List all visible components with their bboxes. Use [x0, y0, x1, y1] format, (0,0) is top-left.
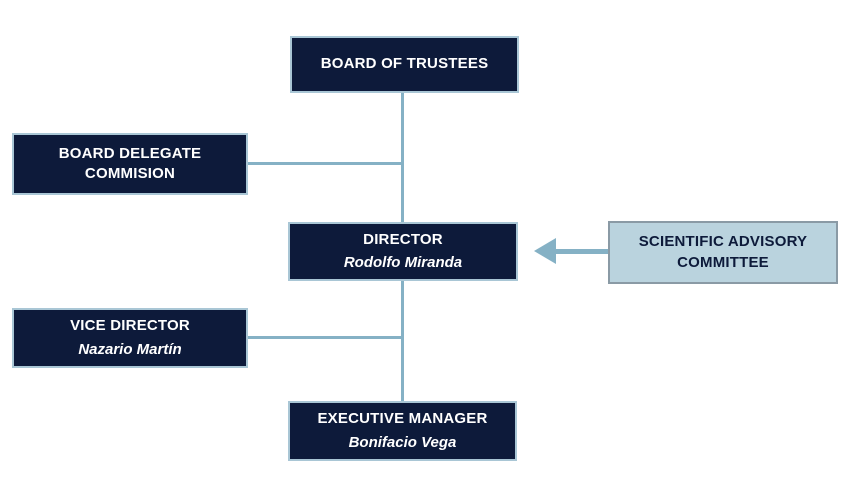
connector-vice-to-trunk — [246, 336, 402, 339]
node-person-name: Nazario Martín — [78, 340, 182, 358]
node-board-delegate-commision: BOARD DELEGATE COMMISION — [12, 133, 248, 195]
connector-trustees-to-director — [401, 93, 404, 224]
connector-delegate-to-trunk — [246, 162, 402, 165]
connector-director-to-executive — [401, 279, 404, 403]
node-executive-manager: EXECUTIVE MANAGER Bonifacio Vega — [288, 401, 517, 461]
advisory-arrow-shaft — [554, 249, 608, 254]
node-board-of-trustees: BOARD OF TRUSTEES — [290, 36, 519, 93]
node-title: DIRECTOR — [363, 230, 443, 248]
node-title: BOARD DELEGATE COMMISION — [58, 144, 202, 182]
node-title: SCIENTIFIC ADVISORY COMMITTEE — [638, 233, 808, 271]
node-person-name: Bonifacio Vega — [348, 433, 457, 451]
node-title: EXECUTIVE MANAGER — [317, 410, 488, 428]
node-title: BOARD OF TRUSTEES — [320, 55, 489, 73]
node-person-name: Rodolfo Miranda — [343, 254, 463, 272]
node-director: DIRECTOR Rodolfo Miranda — [288, 222, 518, 281]
node-vice-director: VICE DIRECTOR Nazario Martín — [12, 308, 248, 368]
node-scientific-advisory-committee: SCIENTIFIC ADVISORY COMMITTEE — [608, 221, 838, 284]
node-title: VICE DIRECTOR — [70, 317, 190, 335]
advisory-arrow-head-icon — [534, 238, 556, 264]
